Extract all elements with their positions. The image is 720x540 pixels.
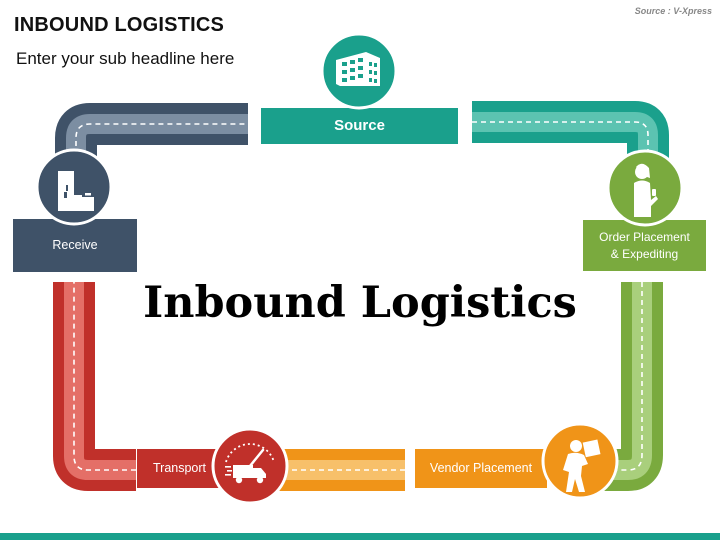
delivery-person-icon bbox=[541, 422, 619, 500]
page-subtitle: Enter your sub headline here bbox=[16, 49, 235, 68]
bottom-accent-bar bbox=[0, 533, 720, 540]
step-label-source: Source bbox=[334, 116, 385, 134]
step-label-order: Order Placement & Expediting bbox=[583, 220, 706, 271]
vendor-box bbox=[415, 449, 547, 488]
page-title: INBOUND LOGISTICS bbox=[14, 14, 225, 36]
road-segment-transport bbox=[53, 282, 136, 491]
fast-truck-icon bbox=[211, 427, 289, 505]
step-label-order-line1: Order Placement bbox=[599, 230, 690, 245]
step-label-receive: Receive bbox=[52, 238, 98, 253]
receive-box bbox=[13, 219, 137, 272]
step-label-transport: Transport bbox=[152, 461, 207, 476]
center-title: Inbound Logistics bbox=[143, 278, 577, 328]
road-segment-receive bbox=[55, 103, 248, 200]
order-box bbox=[583, 220, 706, 271]
step-label-vendor: Vendor Placement bbox=[429, 461, 533, 476]
source-box bbox=[261, 108, 458, 144]
building-icon bbox=[320, 32, 398, 110]
step-label-order-line2: & Expediting bbox=[610, 246, 679, 261]
road-segment-order bbox=[560, 282, 663, 491]
person-phone-icon bbox=[606, 149, 684, 227]
luggage-icon bbox=[35, 148, 113, 226]
transport-box bbox=[137, 449, 222, 488]
road-segment-source bbox=[472, 101, 669, 200]
source-note: Source : V-Xpress bbox=[634, 6, 712, 16]
